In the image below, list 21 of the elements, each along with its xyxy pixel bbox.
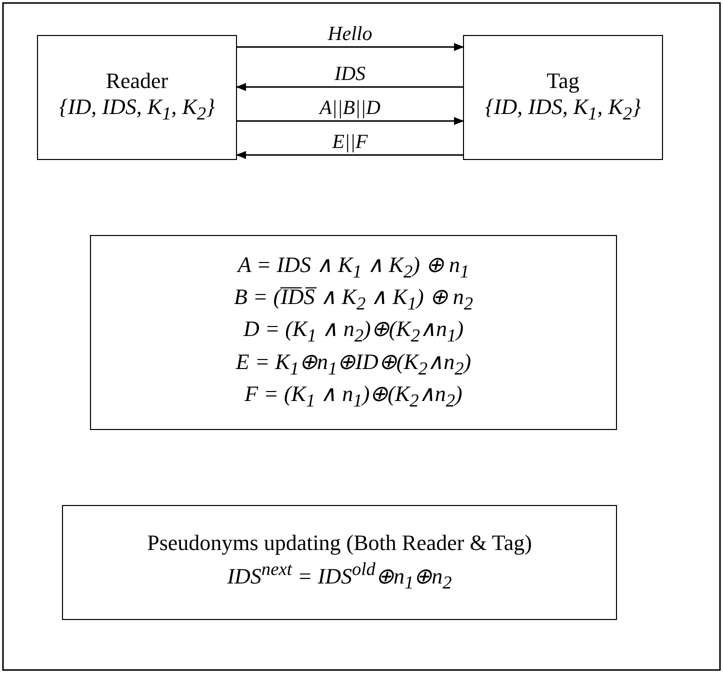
heading-text: Reader bbox=[106, 68, 168, 94]
arrow bbox=[236, 83, 463, 91]
formula-text: F = (K$_{1}$ ∧ n$_{1}$)⊕(K$_{2}$∧n$_{2}$) bbox=[244, 381, 462, 412]
arrow bbox=[237, 43, 464, 51]
update-box bbox=[62, 505, 617, 620]
heading-text: Tag bbox=[546, 68, 580, 94]
tag-box bbox=[463, 35, 663, 160]
formula-text: IDS$^{next}$ = IDS$^{old}$⊕n$_{1}$⊕n$_{2}$ bbox=[227, 558, 452, 594]
formula-text: A = IDS ∧ K$_{1}$ ∧ K$_{2}$) ⊕ n$_{1}$ bbox=[238, 252, 470, 283]
formula-text: D = (K$_{1}$ ∧ n$_{2}$)⊕(K$_{2}$∧n$_{1}$) bbox=[243, 316, 464, 348]
edge-label: E||F bbox=[330, 131, 370, 153]
arrow bbox=[237, 117, 464, 125]
formula-text: {ID, IDS, K$_{1}$, K$_{2}$} bbox=[59, 94, 215, 126]
formula-text: B = (I̅D̅S̅ ∧ K$_{2}$ ∧ K$_{1}$) ⊕ n$_{2}$ bbox=[234, 284, 474, 316]
arrow bbox=[236, 151, 463, 159]
edge-label: A||B||D bbox=[318, 97, 382, 119]
formula-text: E = K$_{1}$⊕n$_{1}$⊕ID⊕(K$_{2}$∧n$_{2}$) bbox=[236, 348, 472, 380]
equations-box bbox=[90, 235, 617, 430]
heading-text: Pseudonyms updating (Both Reader & Tag) bbox=[147, 530, 532, 556]
reader-box bbox=[37, 35, 237, 160]
formula-text: {ID, IDS, K$_{1}$, K$_{2}$} bbox=[485, 94, 641, 126]
